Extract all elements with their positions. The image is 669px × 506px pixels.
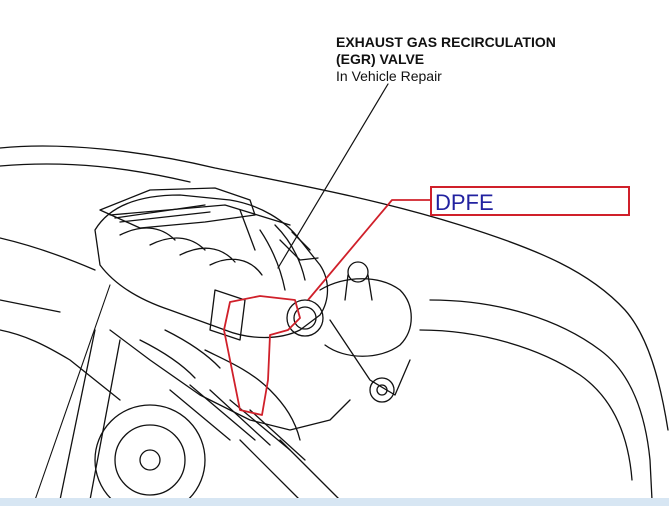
frame-rail [239,439,341,501]
valve-cover [99,187,256,229]
wiring-harness [204,349,301,441]
flywheel [94,404,206,506]
body-left-edge [0,299,61,313]
bottom-strip [0,498,669,506]
flywheel-inner [114,424,186,496]
component-caption: EXHAUST GAS RECIRCULATION (EGR) VALVE In… [336,34,556,85]
hood-outline [0,145,669,431]
caption-title-line1: EXHAUST GAS RECIRCULATION [336,34,556,50]
caption-leader-line [277,83,389,269]
alternator-area [319,278,412,357]
caption-subtitle: In Vehicle Repair [336,68,442,84]
caption-title-line2: (EGR) VALVE [336,51,425,67]
fender-right [429,299,653,501]
lower-crossmember [59,329,121,501]
engine-block-lower [109,329,351,431]
exhaust-manifold [139,329,221,379]
dpfe-callout-box: DPFE [430,186,630,216]
dpfe-highlight-outline [223,295,301,416]
oil-filler-neck [344,274,373,301]
flywheel-hub [139,449,161,471]
misc-detail [279,231,319,261]
dpfe-leader-line [307,199,430,301]
brackets [209,289,246,341]
body-left-lower [0,329,121,401]
oil-cap [347,261,369,283]
belt-routing [329,319,411,396]
intake-runners [119,227,263,276]
dpfe-callout-label: DPFE [435,190,494,215]
left-leader-line [34,284,111,501]
hood-inner-line [0,163,191,183]
fuel-rail [109,204,291,226]
block-ribs [169,384,306,461]
fender-right-inner [419,329,633,481]
throttle-body-inner [293,306,317,330]
hoses [239,209,306,291]
pulley [369,377,395,403]
body-left [0,237,96,271]
valve-cover-ribs [114,204,211,223]
throttle-body [286,299,324,337]
